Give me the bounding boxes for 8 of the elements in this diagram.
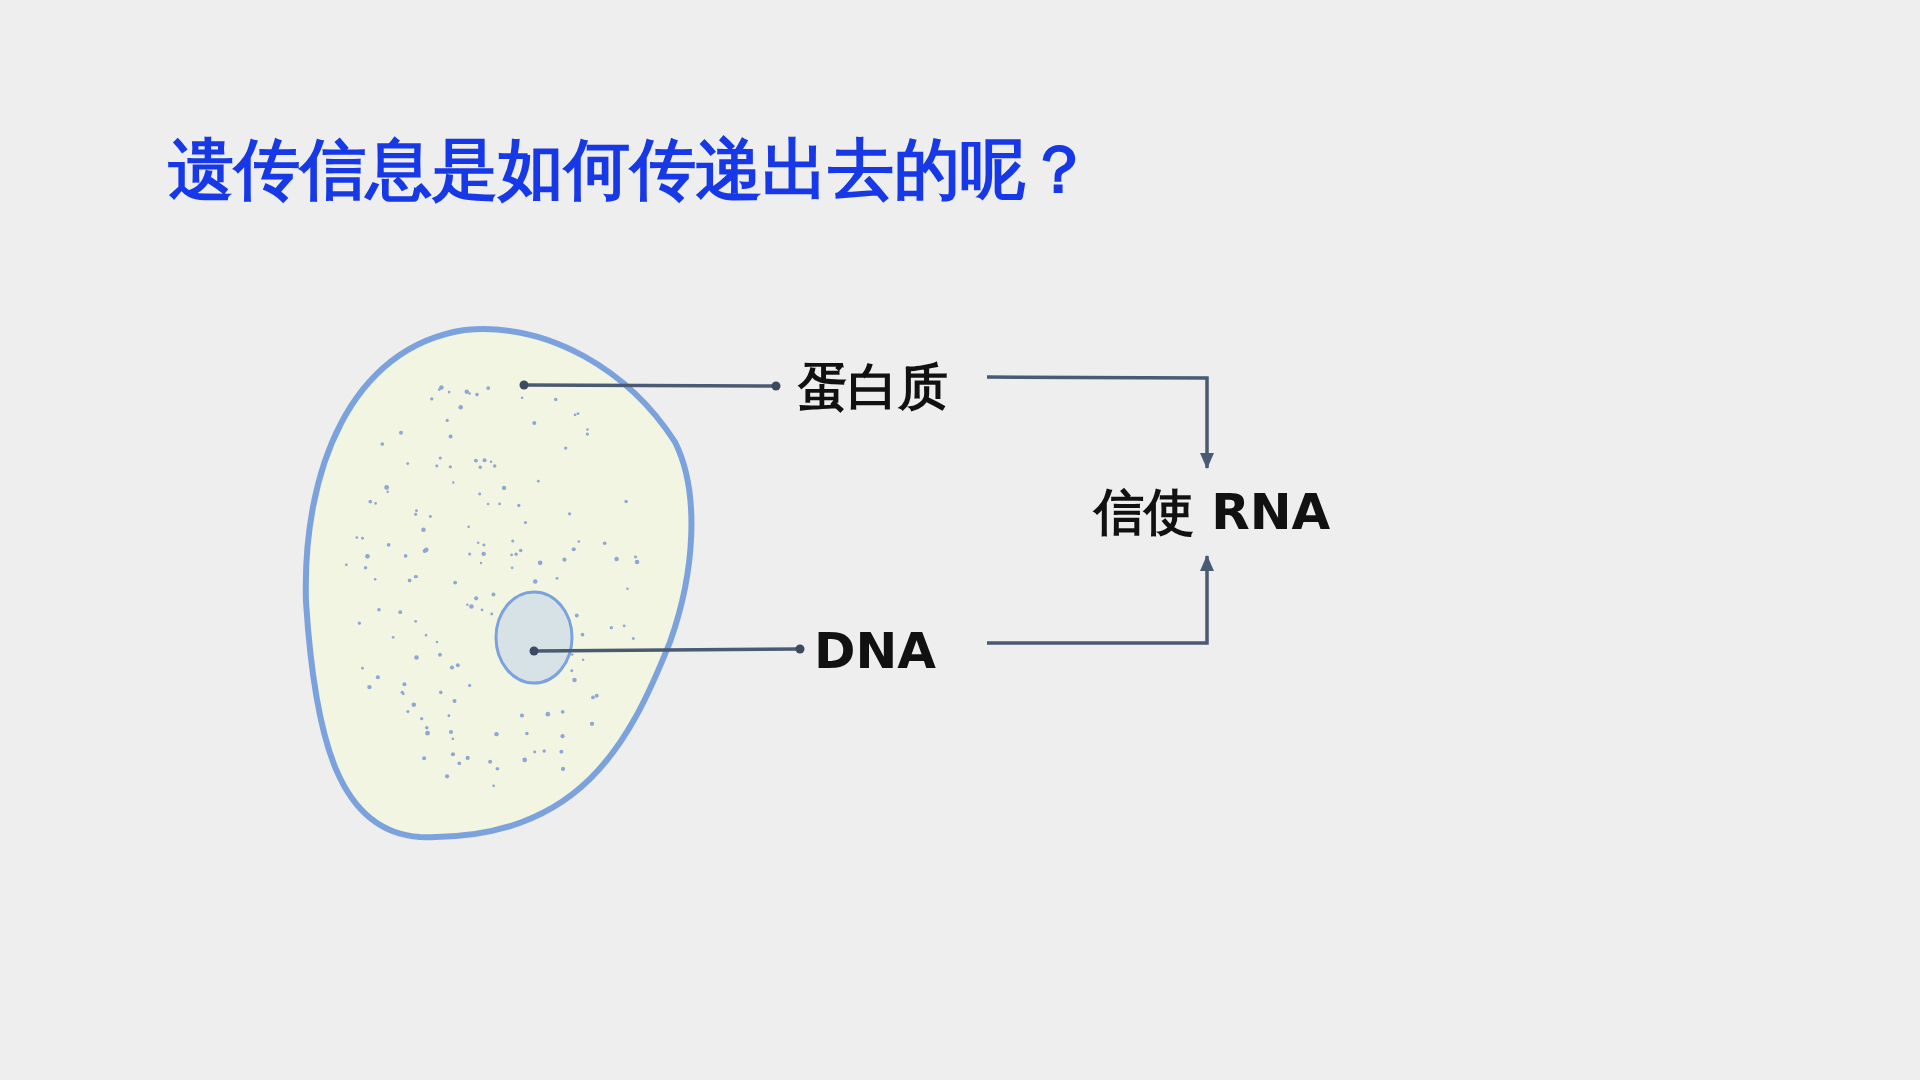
title: 遗传信息是如何传递出去的呢？ <box>168 130 1092 210</box>
arrow <box>987 555 1214 645</box>
label-text: DNA <box>800 616 950 686</box>
nucleus-drawing <box>494 590 574 685</box>
leader-line <box>529 644 805 656</box>
leader-line <box>519 380 781 391</box>
arrow <box>987 375 1214 469</box>
label-text: 蛋白质 <box>776 352 970 422</box>
